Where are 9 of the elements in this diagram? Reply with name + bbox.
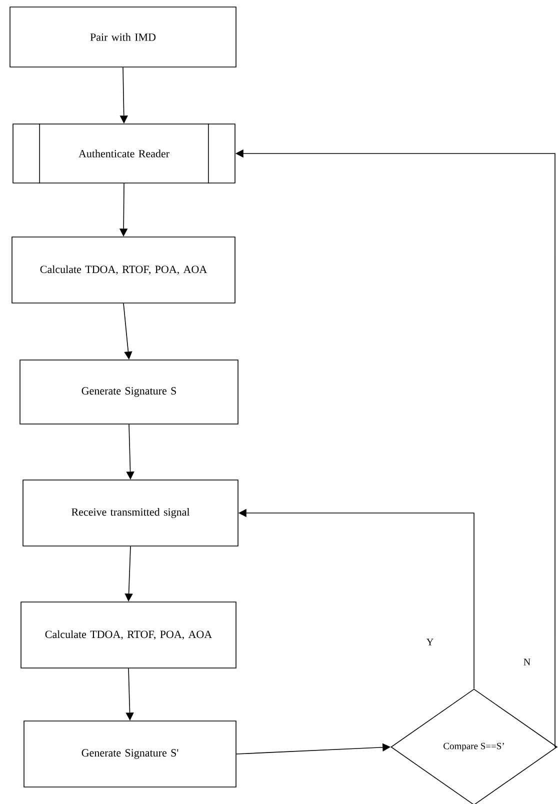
edge-label: Y	[425, 638, 435, 646]
process-box: Receive transmitted signal	[22, 480, 238, 546]
process-box: Generate Signature S'	[24, 720, 236, 788]
process-box: Calculate TDOA, RTOF, POA, AOA	[12, 236, 236, 304]
process-box: Generate Signature S	[20, 360, 238, 424]
process-box: Pair with IMD	[10, 6, 236, 68]
process-box: Calculate TDOA, RTOF, POA, AOA	[20, 602, 236, 668]
subprocess-box: Authenticate Reader	[12, 123, 236, 184]
edge-label: N	[522, 658, 532, 666]
